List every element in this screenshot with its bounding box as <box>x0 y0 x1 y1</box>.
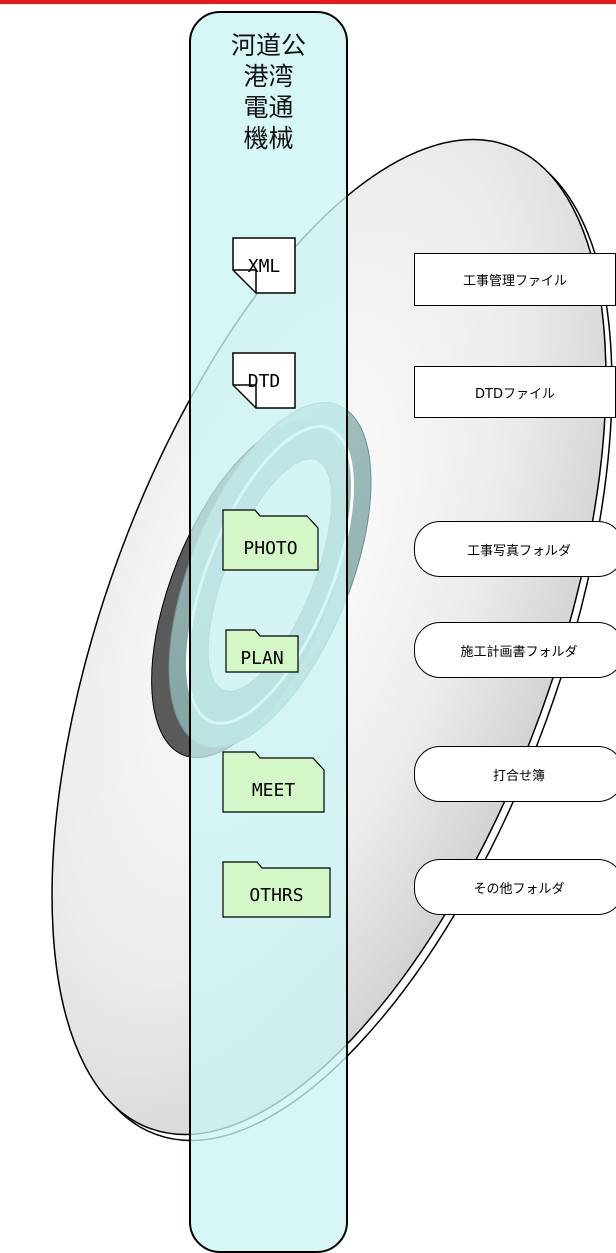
top-accent-rule <box>0 0 616 4</box>
column-title: 河道公 港湾 電通 機械 <box>190 30 347 154</box>
callout-othrs-folder: その他フォルダ <box>414 859 616 915</box>
column-title-line: 電通 <box>243 93 294 122</box>
othrs-folder-icon <box>222 861 331 918</box>
othrs-folder-label: OTHRS <box>249 885 304 906</box>
meet-folder-icon <box>222 751 325 813</box>
meet-folder-label: MEET <box>251 780 296 801</box>
dtd-file-label: DTD <box>247 371 281 392</box>
callout-photo-folder: 工事写真フォルダ <box>414 521 616 577</box>
plan-folder-label: PLAN <box>240 648 284 669</box>
callout-meet-folder: 打合せ簿 <box>414 746 616 802</box>
column-title-line: 機械 <box>243 124 294 153</box>
column-title-line: 河道公 <box>230 31 306 60</box>
xml-file-label: XML <box>247 256 281 277</box>
dtd-file-icon <box>232 352 296 409</box>
callout-dtd-file: DTDファイル <box>414 366 616 418</box>
xml-file-icon <box>232 237 296 294</box>
callout-plan-folder: 施工計画書フォルダ <box>414 622 616 678</box>
photo-folder-icon <box>222 509 319 571</box>
folder-column <box>189 11 348 1253</box>
callout-xml-file: 工事管理ファイル <box>414 253 616 306</box>
plan-folder-icon <box>225 629 299 673</box>
photo-folder-label: PHOTO <box>243 538 298 559</box>
column-title-line: 港湾 <box>243 62 294 91</box>
